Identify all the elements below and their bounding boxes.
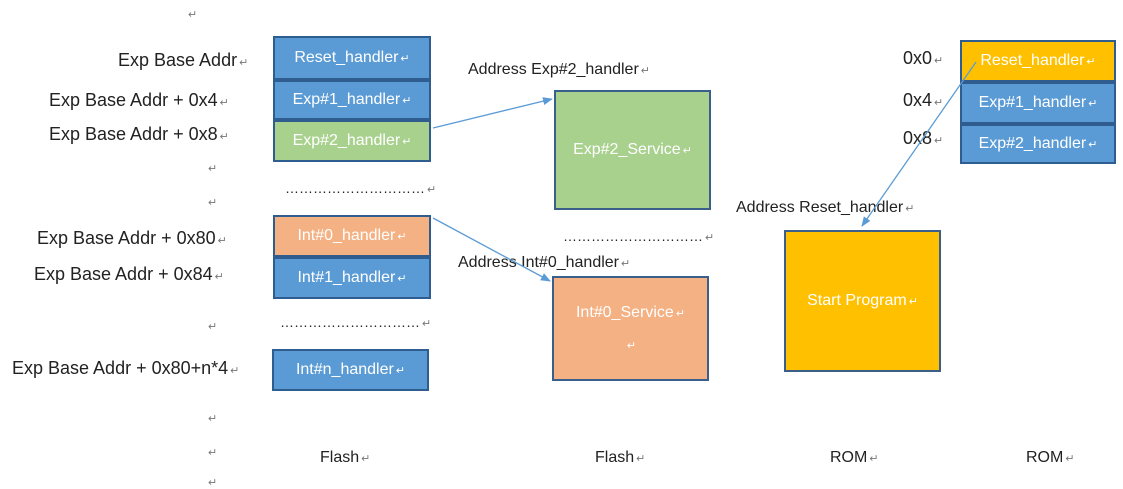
flash-row-int1-handler: Int#1_handler↵ [273, 257, 431, 299]
exp2-service-block: Exp#2_Service↵ [554, 90, 711, 210]
int0-service-block: Int#0_Service↵ ↵ [552, 276, 709, 381]
rom-row-reset-handler: Reset_handler↵ [960, 40, 1116, 82]
rom-offset-0x8: 0x8↵ [903, 128, 944, 148]
address-label-base: Exp Base Addr↵ [118, 50, 249, 70]
flash-row-intn-handler: Int#n_handler↵ [272, 349, 429, 391]
start-program-block: Start Program↵ [784, 230, 941, 372]
reset-address-label: Address Reset_handler↵ [736, 199, 915, 216]
paragraph-mark: ↵ [208, 321, 218, 333]
arrow-int0-to-service [432, 217, 551, 282]
int0-address-label: Address Int#0_handler↵ [458, 254, 631, 271]
footer-flash-services: Flash↵ [595, 449, 646, 466]
address-label-0x4: Exp Base Addr + 0x4↵ [49, 90, 229, 110]
paragraph-mark: ↵ [188, 9, 198, 21]
footer-rom-table: ROM↵ [1026, 449, 1075, 466]
service-ellipsis: …………………………↵ [563, 228, 715, 244]
paragraph-mark: ↵ [208, 163, 218, 175]
address-label-0x84: Exp Base Addr + 0x84↵ [34, 264, 224, 284]
footer-rom-program: ROM↵ [830, 449, 879, 466]
exp2-address-label: Address Exp#2_handler↵ [468, 61, 650, 78]
rom-row-exp2-handler: Exp#2_handler↵ [960, 124, 1116, 164]
address-label-0x8: Exp Base Addr + 0x8↵ [49, 124, 229, 144]
flash-row-exp2-handler: Exp#2_handler↵ [273, 120, 431, 162]
paragraph-mark: ↵ [208, 413, 218, 425]
footer-flash-table: Flash↵ [320, 449, 371, 466]
flash-ellipsis: …………………………↵ [285, 180, 437, 196]
rom-offset-0x4: 0x4↵ [903, 90, 944, 110]
address-label-0x80-n4: Exp Base Addr + 0x80+n*4↵ [12, 358, 240, 378]
flash-row-int0-handler: Int#0_handler↵ [273, 215, 431, 257]
flash-ellipsis: …………………………↵ [280, 314, 432, 330]
paragraph-mark: ↵ [208, 477, 218, 489]
address-label-0x80: Exp Base Addr + 0x80↵ [37, 228, 227, 248]
flash-row-reset-handler: Reset_handler↵ [273, 36, 431, 80]
arrow-exp2-to-service [432, 97, 553, 129]
rom-row-exp1-handler: Exp#1_handler↵ [960, 82, 1116, 124]
paragraph-mark: ↵ [208, 197, 218, 209]
arrow-reset-to-program [861, 61, 977, 227]
flash-row-exp1-handler: Exp#1_handler↵ [273, 80, 431, 120]
rom-offset-0x0: 0x0↵ [903, 48, 944, 68]
paragraph-mark: ↵ [208, 447, 218, 459]
